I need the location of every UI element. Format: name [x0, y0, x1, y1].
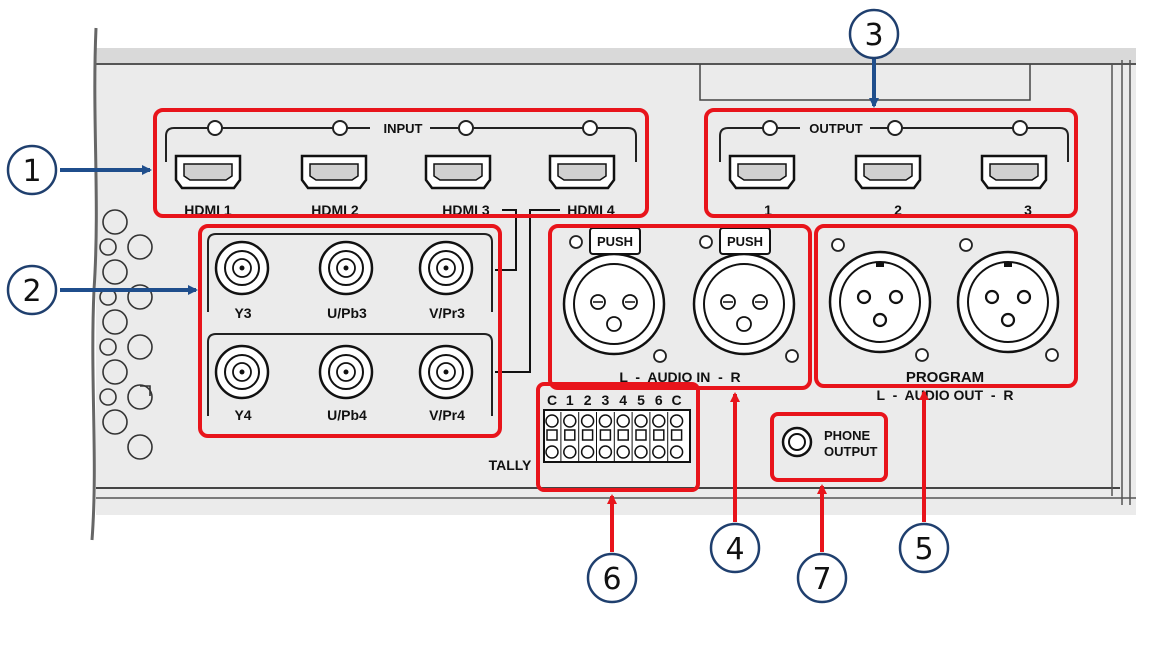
output-label-1: 1	[764, 202, 772, 218]
bnc-v-pr4[interactable]	[418, 344, 474, 400]
component-bnc-group: Y3 U/Pb3 V/Pr3 Y4 U/Pb4 V/Pr4	[207, 233, 493, 423]
program-label: PROGRAM	[906, 369, 984, 386]
audio-out-label: L - AUDIO OUT - R	[877, 387, 1014, 403]
highlight-hdmi-output	[704, 108, 1078, 218]
tally-pin-terminal[interactable]	[560, 412, 577, 462]
tally-pin-label: C	[672, 392, 682, 408]
highlight-boxes	[153, 108, 1078, 492]
phone-output-group: PHONE OUTPUT	[781, 426, 878, 459]
tally-terminal-block[interactable]	[543, 409, 691, 463]
callout-3-number: 3	[864, 18, 883, 53]
bnc-label-y4: Y4	[234, 407, 251, 423]
highlight-tally	[536, 382, 700, 492]
bnc-u-pb3[interactable]	[318, 240, 374, 296]
callout-6-number: 6	[602, 562, 621, 597]
hdmi-port-4[interactable]	[548, 154, 616, 190]
tally-pin-terminal[interactable]	[631, 412, 648, 462]
tally-pin-label: 6	[655, 392, 663, 408]
callout-2-number: 2	[22, 274, 41, 309]
hdmi-port-3[interactable]	[424, 154, 492, 190]
callouts: 1 2 3 4 5 6 7	[6, 8, 950, 604]
highlight-audio-in	[548, 224, 812, 390]
tally-pin-terminal[interactable]	[596, 412, 613, 462]
highlight-component	[198, 224, 502, 438]
vent-holes	[99, 209, 153, 460]
input-title: INPUT	[384, 121, 423, 136]
callout-1-number: 1	[22, 154, 41, 189]
output-label-3: 3	[1024, 202, 1032, 218]
tally-label: TALLY	[489, 457, 532, 473]
bnc-label-u-pb3: U/Pb3	[327, 305, 367, 321]
bnc-v-pr3[interactable]	[418, 240, 474, 296]
callout-5-number: 5	[914, 532, 933, 567]
callout-2: 2	[6, 264, 58, 316]
hdmi-output-port-2[interactable]	[854, 154, 922, 190]
tally-pin-label: 5	[637, 392, 645, 408]
tally-pin-label: 4	[619, 392, 627, 408]
tally-pin-terminal[interactable]	[667, 412, 684, 462]
hdmi-output-group: OUTPUT 1 2 3	[719, 120, 1069, 218]
callout-4-number: 4	[725, 532, 744, 567]
tally-pin-terminal[interactable]	[545, 414, 559, 459]
push-label-left: PUSH	[597, 234, 633, 249]
tally-pin-terminal[interactable]	[578, 412, 595, 462]
phone-jack[interactable]	[781, 426, 813, 458]
xlr-out-left[interactable]	[828, 250, 932, 354]
callout-6: 6	[586, 552, 638, 604]
bnc-label-v-pr3: V/Pr3	[429, 305, 465, 321]
audio-in-label: L - AUDIO IN - R	[619, 369, 740, 385]
callout-3: 3	[848, 8, 900, 60]
tally-pin-terminal[interactable]	[613, 412, 630, 462]
callout-7: 7	[796, 552, 848, 604]
tally-pin-label: 2	[584, 392, 592, 408]
red-pointers	[607, 390, 929, 552]
bnc-label-y3: Y3	[234, 305, 251, 321]
xlr-in-left[interactable]: PUSH	[562, 227, 666, 356]
audio-out-group: PROGRAM L - AUDIO OUT - R	[828, 238, 1060, 403]
push-label-right: PUSH	[727, 234, 763, 249]
phone-label-line1: PHONE	[824, 428, 871, 443]
phone-label-line2: OUTPUT	[824, 444, 878, 459]
xlr-out-right[interactable]	[956, 250, 1060, 354]
output-title: OUTPUT	[809, 121, 863, 136]
tally-pin-label: C	[547, 392, 557, 408]
callout-5: 5	[898, 522, 950, 574]
hdmi-port-2[interactable]	[300, 154, 368, 190]
tally-pin-label: 1	[566, 392, 574, 408]
bnc-label-u-pb4: U/Pb4	[327, 407, 367, 423]
tally-pin-label: 3	[602, 392, 610, 408]
hdmi-port-1[interactable]	[174, 154, 242, 190]
highlight-phone	[770, 412, 888, 482]
bnc-label-v-pr4: V/Pr4	[429, 407, 465, 423]
bnc-y3[interactable]	[214, 240, 270, 296]
highlight-hdmi-input	[153, 108, 649, 218]
callout-1: 1	[6, 144, 58, 196]
highlight-audio-out	[814, 224, 1078, 388]
tally-pin-terminal[interactable]	[649, 412, 666, 462]
bnc-u-pb4[interactable]	[318, 344, 374, 400]
hdmi-output-port-3[interactable]	[980, 154, 1048, 190]
hdmi-output-port-1[interactable]	[728, 154, 796, 190]
blue-pointers	[60, 58, 879, 295]
bnc-y4[interactable]	[214, 344, 270, 400]
callout-7-number: 7	[812, 562, 831, 597]
callout-4: 4	[709, 522, 761, 574]
output-label-2: 2	[894, 202, 902, 218]
